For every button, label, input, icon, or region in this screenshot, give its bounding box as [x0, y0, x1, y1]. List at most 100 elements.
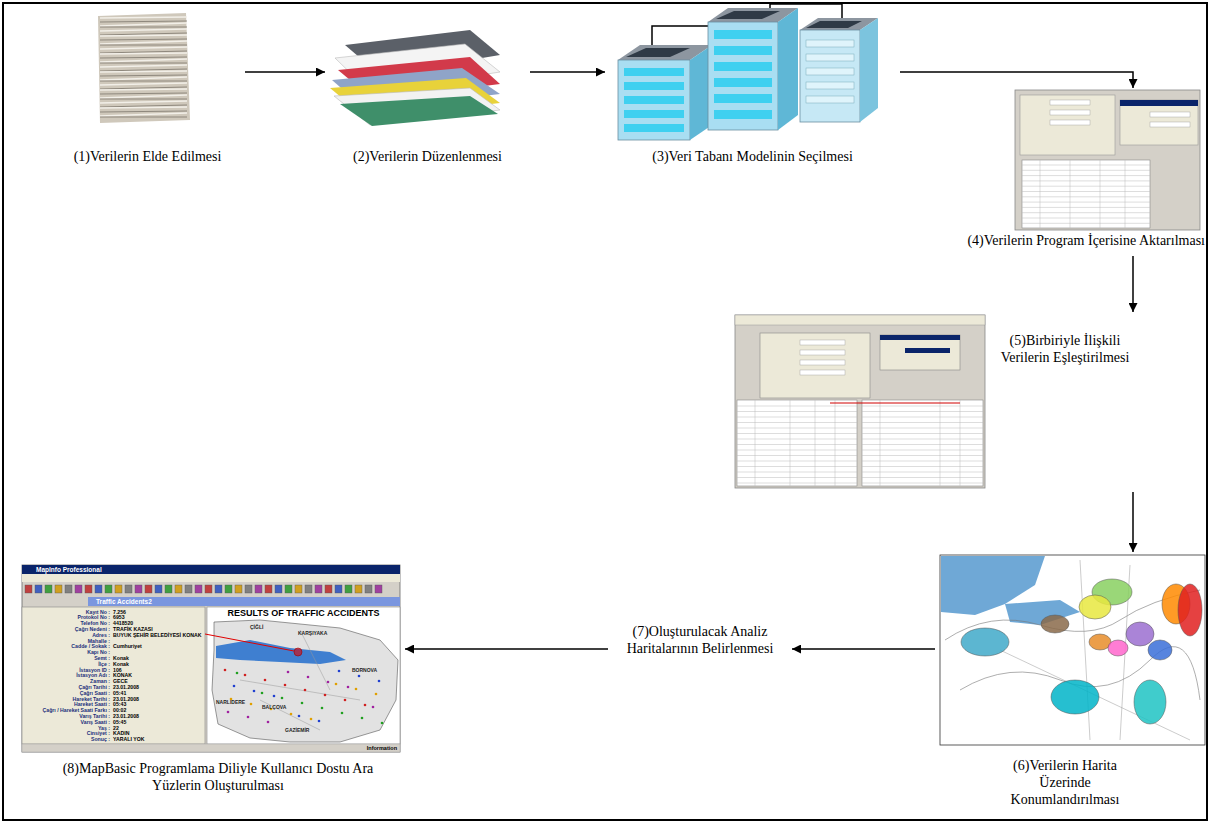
zone-map: [1148, 640, 1172, 660]
step-node: (2)Verilerin Düzenlenmesi: [325, 10, 530, 175]
interface-screenshot: [365, 585, 372, 593]
database-towers: [618, 4, 878, 140]
matching-screenshot: [815, 400, 816, 486]
database-towers: [860, 18, 878, 122]
paper-stack: [100, 17, 187, 117]
interface-screenshot: [325, 585, 332, 593]
paper-stack: [100, 117, 187, 118]
database-towers: [806, 82, 854, 89]
database-towers: [806, 96, 854, 103]
step-node: (3)Veri Tabanı Modelinin Seçilmesi: [605, 3, 900, 175]
matching-screenshot: [735, 315, 985, 325]
interface-screenshot: [165, 585, 172, 593]
program-screenshot: [1022, 196, 1150, 197]
database-towers: [624, 68, 684, 76]
program-screenshot: [1022, 170, 1150, 171]
folder-stack: [334, 88, 500, 125]
interface-screenshot: [195, 585, 202, 593]
folder-stack: [330, 30, 500, 126]
zone-map: [1051, 680, 1099, 714]
zone-map: [940, 555, 1205, 745]
matching-screenshot: [880, 335, 960, 370]
interface-screenshot: [307, 676, 310, 679]
zone-map: [1178, 584, 1202, 636]
paper-stack: [100, 107, 187, 108]
interface-screenshot: [225, 585, 232, 593]
step-caption: (2)Verilerin Düzenlenmesi: [325, 148, 530, 165]
database-towers: [624, 82, 684, 90]
paper-stack: [100, 93, 187, 94]
paper-stack: [100, 59, 187, 62]
interface-screenshot: [245, 585, 252, 593]
step-caption: (3)Veri Tabanı Modelinin Seçilmesi: [605, 148, 900, 165]
paper-stack: [100, 27, 187, 28]
interface-screenshot: [305, 585, 312, 593]
interface-screenshot: [236, 672, 239, 675]
program-screenshot: [1125, 160, 1126, 228]
interface-screenshot: [247, 716, 250, 719]
interface-screenshot: [347, 686, 350, 689]
paper-stack: [100, 65, 187, 67]
matching-screenshot: [880, 335, 960, 340]
program-screenshot: [1070, 160, 1071, 228]
interface-screenshot: [310, 718, 313, 721]
program-screenshot: [1022, 218, 1150, 219]
interface-screenshot: [155, 585, 162, 593]
database-towers: [714, 110, 772, 119]
paper-stack: [100, 87, 187, 89]
paper-stack: [100, 113, 187, 116]
interface-screenshot: [22, 574, 400, 582]
interface-screenshot: [22, 565, 400, 574]
interface-screenshot: [35, 585, 42, 593]
program-screenshot: [1150, 112, 1190, 117]
interface-screenshot: [285, 585, 292, 593]
interface-screenshot: [273, 695, 276, 698]
interface-screenshot: [265, 585, 272, 593]
paper-stack: [100, 101, 187, 103]
program-screenshot: [1022, 165, 1150, 166]
district-name: BORNOVA: [352, 668, 377, 674]
district-name: BALÇOVA: [262, 705, 286, 711]
outer-frame: [3, 3, 1207, 820]
database-towers: [714, 62, 772, 71]
interface-screenshot: [244, 674, 247, 677]
zone-map: [1108, 640, 1128, 656]
database-towers: [624, 110, 684, 118]
program-screenshot: [1022, 207, 1150, 208]
program-screenshot: [1050, 120, 1090, 125]
paper-stack: [100, 33, 187, 35]
database-towers: [778, 8, 798, 130]
matching-screenshot: [960, 400, 961, 486]
interface-screenshot: [375, 585, 382, 593]
database-towers: [626, 48, 690, 57]
field-value: BUYUK ŞEHİR BELEDİYESİ KONAK: [113, 633, 202, 639]
interface-screenshot: [304, 689, 307, 692]
step-caption: (1)Verilerin Elde Edilmesi: [50, 148, 245, 165]
step-node: (6)Verilerin Harita Üzerinde Konumlandır…: [935, 552, 1207, 814]
zone-map: [961, 628, 1009, 656]
paper-stack: [100, 21, 187, 22]
interface-screenshot: [345, 585, 352, 593]
interface-screenshot: [95, 585, 102, 593]
paper-stack: [98, 13, 190, 123]
district-name: GAZİEMİR: [285, 728, 309, 734]
interface-screenshot: [298, 715, 301, 718]
interface-screenshot: [287, 671, 290, 674]
database-towers: [806, 68, 854, 75]
matching-screenshot: [755, 400, 756, 486]
interface-screenshot: [318, 720, 321, 723]
program-screenshot: [1022, 202, 1150, 203]
interface-screenshot: [224, 669, 384, 725]
interface-screenshot: [65, 585, 72, 593]
paper-stack: [100, 75, 187, 76]
flow-arrow: [245, 71, 325, 73]
step-caption: (6)Verilerin Harita Üzerinde Konumlandır…: [990, 757, 1140, 808]
paper-stack: [100, 99, 187, 100]
paper-stack: [100, 89, 187, 90]
step-caption: (7)Oluşturulacak Analiz Haritalarının Be…: [618, 623, 782, 657]
interface-screenshot: [22, 565, 400, 752]
interface-screenshot: [281, 697, 284, 700]
database-towers: [806, 40, 854, 47]
matching-screenshot: [737, 400, 983, 486]
field-value: YARALI YOK: [113, 737, 144, 743]
